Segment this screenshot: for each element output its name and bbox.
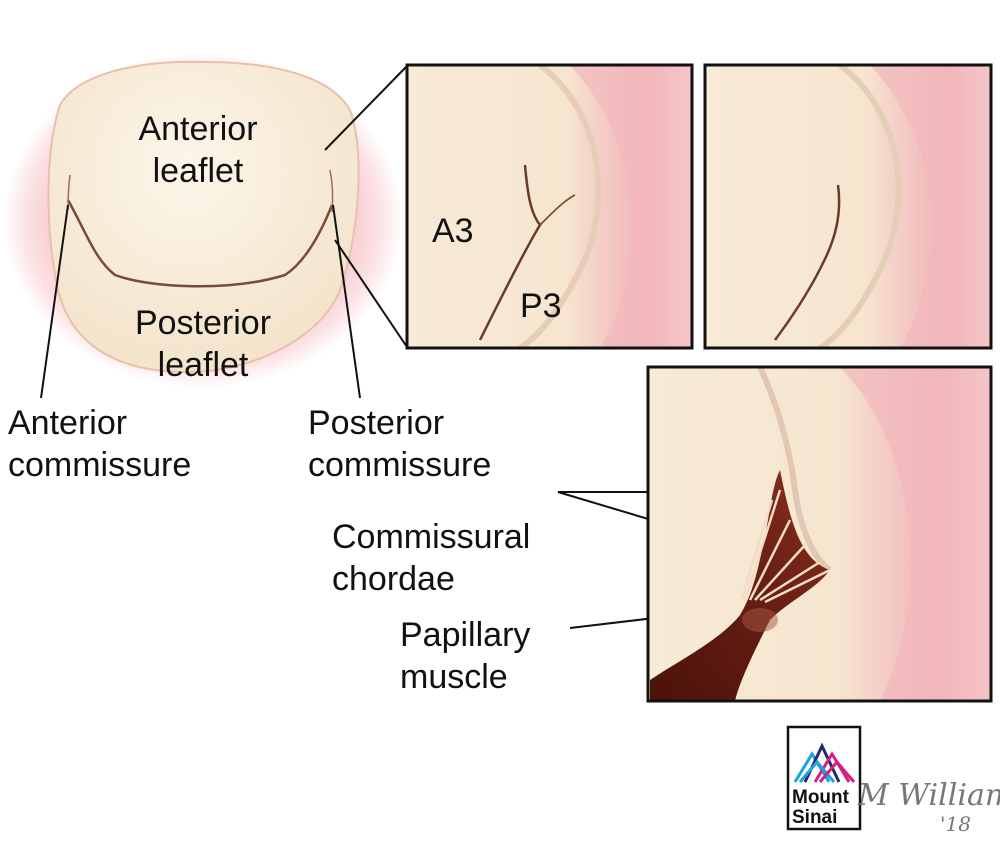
papillary-muscle-label: Papillary muscle [400, 616, 531, 696]
panel2-border [703, 63, 993, 350]
posterior-commissure-label: Posterior commissure [308, 404, 492, 484]
panel1-leaflet-edge [518, 65, 602, 348]
zoom-line-bottom [334, 239, 408, 348]
a3-label: A3 [432, 212, 474, 250]
panel2-leaflet-edge [818, 65, 902, 348]
leader-anterior-commissure [40, 204, 69, 399]
muscle-highlight [742, 608, 778, 632]
panel3-valve-edge [757, 367, 832, 573]
p3-label: P3 [520, 287, 562, 325]
commissural-chordae-label: Commissural chordae [332, 518, 531, 598]
signature-year: '18 [940, 812, 971, 836]
posterior-commissure-fold [329, 169, 334, 213]
leader-posterior-commissure [332, 204, 361, 399]
commissural-chordae [740, 489, 831, 604]
anterior-leaflet-label: Anterior leaflet [138, 110, 258, 190]
anterior-commissure-label: Anterior commissure [8, 404, 192, 484]
coaptation-line [66, 199, 334, 288]
valve-leaflets [47, 60, 360, 374]
panel3-pink-band [840, 367, 991, 701]
panel1-pink-band [570, 65, 692, 348]
posterior-leaflet-label: Posterior leaflet [134, 304, 272, 384]
panel1-border [405, 63, 694, 350]
mount-sinai-logo [786, 725, 862, 831]
panel1-fold [539, 194, 576, 226]
logo-text: Mount Sinai [792, 787, 849, 828]
panel-repaired [703, 63, 993, 350]
mitral-valve [3, 52, 403, 388]
panel-chordae [646, 365, 993, 703]
artist-signature: M Williams [858, 778, 1000, 813]
panel-a3-p3 [405, 63, 694, 350]
panel2-pink-band [870, 65, 991, 348]
panel1-coaptation [478, 164, 542, 341]
panel3-border [646, 365, 993, 703]
logo-mountain-icon [793, 742, 856, 783]
zoom-line-top [324, 65, 408, 151]
panel2-coaptation [773, 184, 841, 341]
